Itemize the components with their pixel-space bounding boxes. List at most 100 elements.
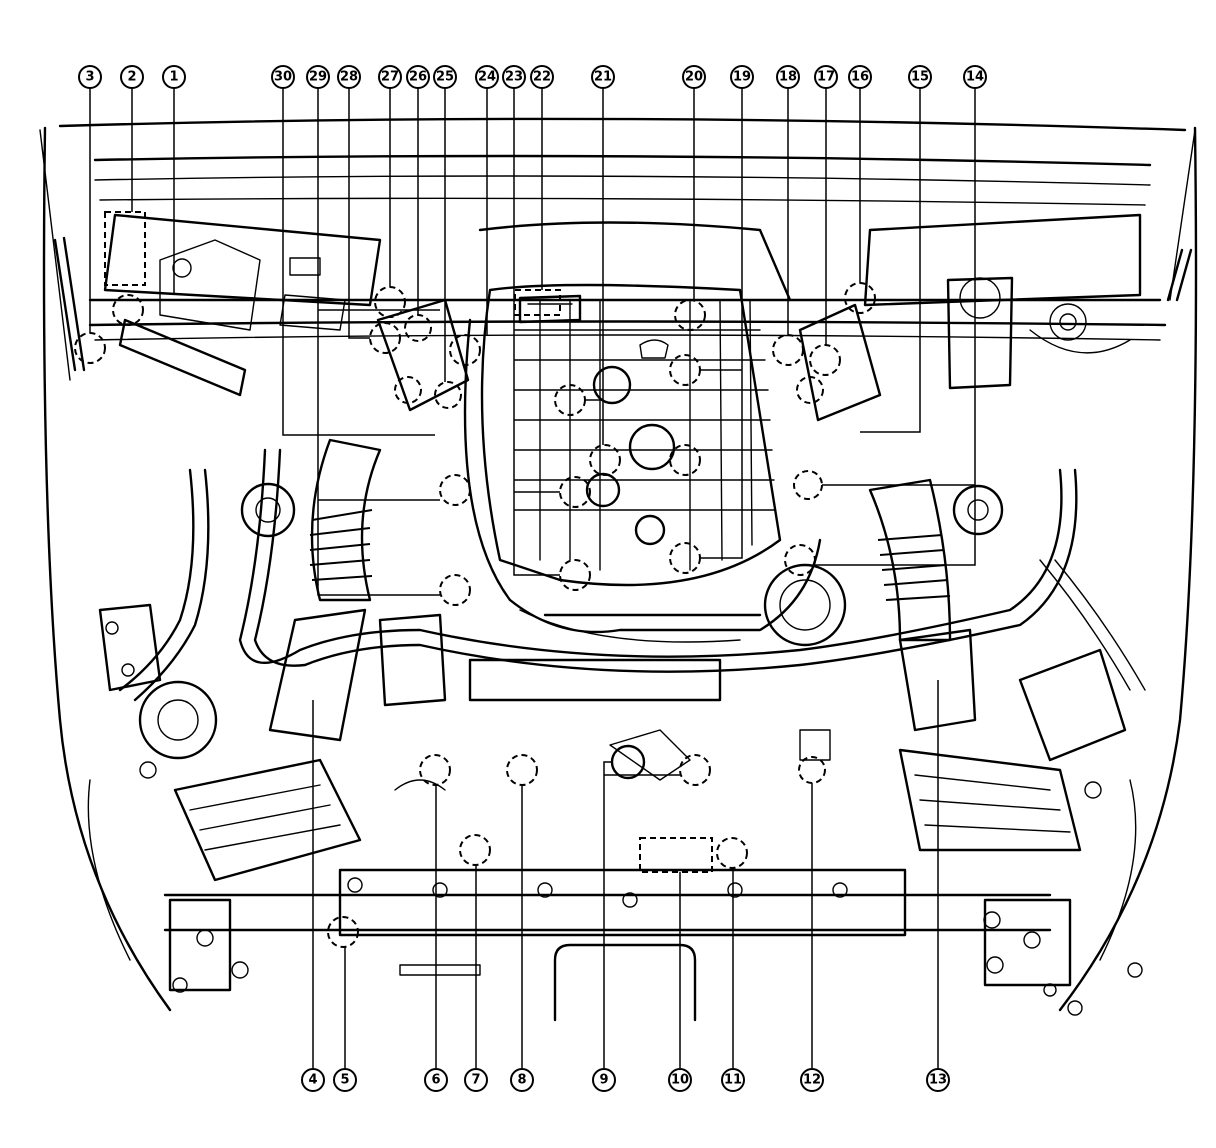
locator-17b bbox=[796, 376, 824, 404]
callout-11: 11 bbox=[721, 1068, 745, 1092]
svg-text:15: 15 bbox=[911, 70, 929, 85]
cross-member-holes bbox=[347, 877, 848, 908]
callout-30: 30 bbox=[271, 65, 295, 89]
svg-text:8: 8 bbox=[517, 1073, 526, 1088]
svg-text:10: 10 bbox=[671, 1073, 689, 1088]
callout-14: 14 bbox=[963, 65, 987, 89]
callout-9: 9 bbox=[592, 1068, 616, 1092]
leader-lines bbox=[89, 88, 976, 1068]
locator-20 bbox=[674, 299, 706, 331]
svg-text:19: 19 bbox=[733, 70, 751, 85]
svg-text:30: 30 bbox=[274, 70, 292, 85]
bottom-callouts: 4 5 6 7 8 9 10 11 12 13 bbox=[301, 1068, 950, 1092]
callout-26: 26 bbox=[406, 65, 430, 89]
svg-text:4: 4 bbox=[308, 1073, 317, 1088]
svg-text:14: 14 bbox=[966, 70, 984, 85]
svg-text:21: 21 bbox=[594, 70, 612, 85]
left-fuse-box-lines bbox=[189, 784, 341, 851]
locator-25a bbox=[394, 376, 422, 404]
locator-29b bbox=[439, 574, 471, 606]
svg-text:1: 1 bbox=[169, 70, 178, 85]
locator-17 bbox=[809, 344, 841, 376]
svg-text:28: 28 bbox=[340, 70, 358, 85]
locator-21b bbox=[589, 444, 621, 476]
svg-text:20: 20 bbox=[685, 70, 703, 85]
svg-text:22: 22 bbox=[533, 70, 551, 85]
locator-19b bbox=[669, 542, 701, 574]
locator-6 bbox=[419, 754, 451, 786]
locator-10 bbox=[639, 837, 713, 873]
top-callouts: 3 2 1 30 29 28 27 26 25 24 23 22 21 20 1… bbox=[78, 65, 987, 89]
callout-12: 12 bbox=[800, 1068, 824, 1092]
locator-23a bbox=[559, 476, 591, 508]
callout-7: 7 bbox=[464, 1068, 488, 1092]
plenum-grid bbox=[514, 299, 776, 571]
locator-14b bbox=[784, 544, 816, 576]
svg-text:17: 17 bbox=[817, 70, 835, 85]
svg-text:9: 9 bbox=[599, 1073, 608, 1088]
locator-9 bbox=[679, 754, 711, 786]
locator-29a bbox=[439, 474, 471, 506]
callout-1: 1 bbox=[162, 65, 186, 89]
callout-16: 16 bbox=[848, 65, 872, 89]
locator-28 bbox=[369, 322, 401, 354]
callout-27: 27 bbox=[378, 65, 402, 89]
svg-text:16: 16 bbox=[851, 70, 869, 85]
callout-13: 13 bbox=[926, 1068, 950, 1092]
callout-25: 25 bbox=[433, 65, 457, 89]
callout-21: 21 bbox=[591, 65, 615, 89]
locator-26 bbox=[404, 314, 432, 342]
svg-text:7: 7 bbox=[471, 1073, 480, 1088]
svg-text:12: 12 bbox=[803, 1073, 821, 1088]
locator-27 bbox=[374, 286, 406, 318]
locator-18 bbox=[772, 334, 804, 366]
locator-12 bbox=[798, 756, 826, 784]
callout-4: 4 bbox=[301, 1068, 325, 1092]
locator-22 bbox=[514, 289, 561, 316]
callout-22: 22 bbox=[530, 65, 554, 89]
right-duct-ribs bbox=[877, 534, 951, 601]
callout-5: 5 bbox=[333, 1068, 357, 1092]
callout-6: 6 bbox=[424, 1068, 448, 1092]
callout-3: 3 bbox=[78, 65, 102, 89]
svg-text:18: 18 bbox=[779, 70, 797, 85]
locator-16 bbox=[844, 282, 876, 314]
locator-11 bbox=[716, 837, 748, 869]
locator-23b bbox=[559, 559, 591, 591]
svg-text:11: 11 bbox=[724, 1073, 742, 1088]
callout-10: 10 bbox=[668, 1068, 692, 1092]
svg-text:26: 26 bbox=[409, 70, 427, 85]
callout-2: 2 bbox=[120, 65, 144, 89]
callout-18: 18 bbox=[776, 65, 800, 89]
callout-28: 28 bbox=[337, 65, 361, 89]
callout-8: 8 bbox=[510, 1068, 534, 1092]
svg-text:24: 24 bbox=[478, 70, 496, 85]
svg-text:3: 3 bbox=[85, 70, 94, 85]
svg-text:5: 5 bbox=[340, 1073, 349, 1088]
svg-text:2: 2 bbox=[127, 70, 136, 85]
svg-text:6: 6 bbox=[431, 1073, 440, 1088]
locator-24 bbox=[449, 334, 481, 366]
callout-17: 17 bbox=[814, 65, 838, 89]
locator-7 bbox=[459, 834, 491, 866]
locator-8 bbox=[506, 754, 538, 786]
locator-5 bbox=[327, 916, 359, 948]
callout-23: 23 bbox=[502, 65, 526, 89]
svg-text:29: 29 bbox=[309, 70, 327, 85]
locator-25b bbox=[434, 381, 462, 409]
svg-text:25: 25 bbox=[436, 70, 454, 85]
callout-20: 20 bbox=[682, 65, 706, 89]
svg-text:13: 13 bbox=[929, 1073, 947, 1088]
callout-24: 24 bbox=[475, 65, 499, 89]
callout-29: 29 bbox=[306, 65, 330, 89]
svg-text:23: 23 bbox=[505, 70, 523, 85]
locator-21c bbox=[669, 444, 701, 476]
left-duct-ribs bbox=[309, 509, 373, 581]
locator-2 bbox=[104, 211, 146, 286]
callout-19: 19 bbox=[730, 65, 754, 89]
locator-14a bbox=[793, 470, 823, 500]
callout-15: 15 bbox=[908, 65, 932, 89]
svg-text:27: 27 bbox=[381, 70, 399, 85]
locator-1 bbox=[112, 294, 144, 326]
